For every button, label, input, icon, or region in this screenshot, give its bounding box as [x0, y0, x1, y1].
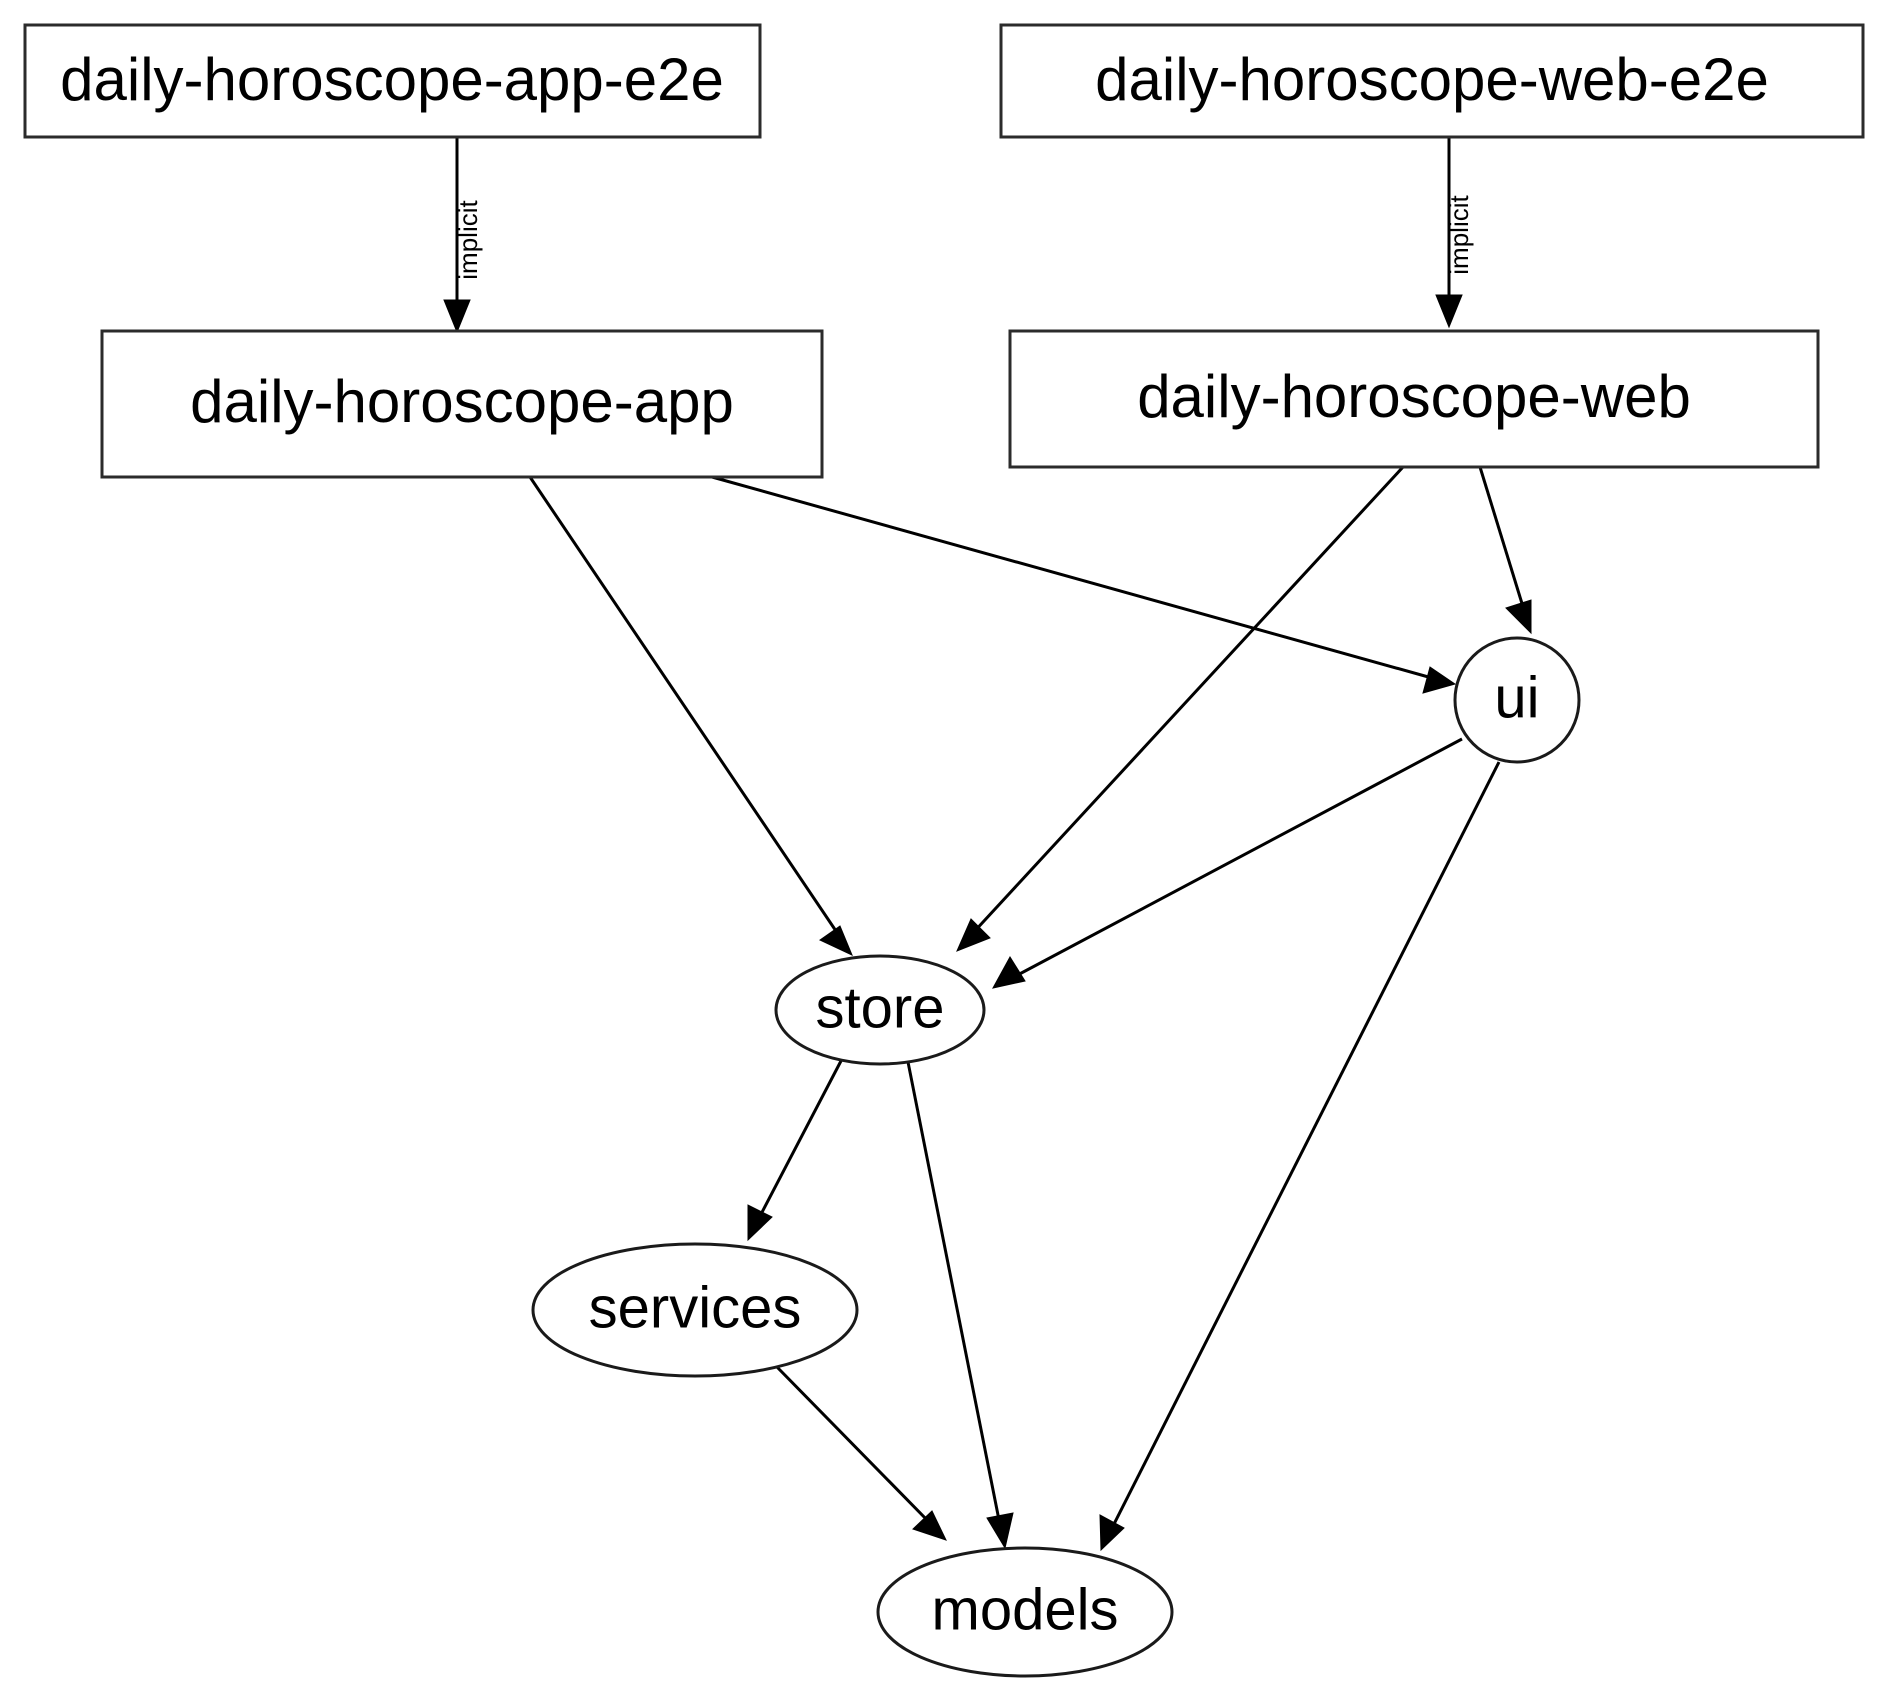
- node-models[interactable]: models: [876, 1546, 1174, 1678]
- edge-label-implicit-web-group: implicit: [1444, 195, 1474, 275]
- edge-line: [1110, 761, 1501, 1529]
- arrowhead-icon: [1099, 1514, 1125, 1552]
- edge-line: [711, 475, 1433, 680]
- edge-store-to-services: [747, 1058, 844, 1242]
- node-daily-horoscope-app[interactable]: daily-horoscope-app: [100, 329, 824, 479]
- edge-line: [757, 1058, 844, 1219]
- node-label-store: store: [816, 975, 945, 1040]
- edge-line: [906, 1061, 1002, 1526]
- node-shape-ellipse[interactable]: [876, 1546, 1174, 1678]
- node-ui[interactable]: ui: [1453, 636, 1581, 764]
- edge-app-to-ui: [711, 475, 1457, 694]
- arrowhead-icon: [1422, 666, 1457, 694]
- node-label-daily-horoscope-web: daily-horoscope-web: [1137, 363, 1691, 430]
- node-daily-horoscope-app-e2e[interactable]: daily-horoscope-app-e2e: [23, 23, 762, 139]
- node-shape-ellipse[interactable]: [774, 954, 986, 1066]
- node-shape-ellipse[interactable]: [531, 1242, 859, 1378]
- edge-web-to-ui: [1478, 466, 1532, 635]
- node-shape-rect[interactable]: [1008, 329, 1820, 469]
- node-label-models: models: [932, 1577, 1119, 1642]
- node-shape-rect[interactable]: [999, 23, 1865, 139]
- arrowhead-icon: [1505, 599, 1532, 635]
- edge-line: [970, 465, 1405, 936]
- node-shape-ellipse[interactable]: [1453, 636, 1581, 764]
- edge-app-to-store: [528, 476, 853, 956]
- edge-web-e2e-to-web: [1435, 138, 1463, 329]
- node-label-ui: ui: [1494, 665, 1539, 730]
- node-label-daily-horoscope-app-e2e: daily-horoscope-app-e2e: [60, 46, 724, 113]
- edge-line: [1011, 737, 1463, 980]
- arrowhead-icon: [956, 918, 991, 952]
- node-label-services: services: [589, 1275, 802, 1340]
- edge-services-to-models: [774, 1364, 947, 1541]
- arrowhead-icon: [1435, 294, 1463, 329]
- node-shape-rect[interactable]: [100, 329, 824, 479]
- edge-web-to-store: [956, 465, 1405, 952]
- edge-label-implicit-app: implicit: [453, 200, 483, 280]
- arrowhead-icon: [443, 299, 471, 334]
- node-services[interactable]: services: [531, 1242, 859, 1378]
- node-label-daily-horoscope-app: daily-horoscope-app: [190, 368, 734, 435]
- edge-line: [528, 476, 840, 935]
- node-daily-horoscope-web-e2e[interactable]: daily-horoscope-web-e2e: [999, 23, 1865, 139]
- edge-label-implicit-web: implicit: [1444, 195, 1474, 275]
- node-label-daily-horoscope-web-e2e: daily-horoscope-web-e2e: [1095, 46, 1769, 113]
- edge-line: [1478, 466, 1526, 611]
- edge-app-e2e-to-app: [443, 138, 471, 334]
- arrowhead-icon: [992, 956, 1026, 989]
- edge-ui-to-store: [992, 737, 1463, 989]
- arrowhead-icon: [819, 925, 853, 956]
- edge-store-to-models: [906, 1061, 1014, 1550]
- edge-ui-to-models: [1099, 761, 1501, 1552]
- node-daily-horoscope-web[interactable]: daily-horoscope-web: [1008, 329, 1820, 469]
- node-shape-rect[interactable]: [23, 23, 762, 139]
- arrowhead-icon: [986, 1512, 1014, 1550]
- edge-line: [774, 1364, 932, 1525]
- arrowhead-icon: [912, 1510, 947, 1541]
- edge-label-implicit-app-group: implicit: [453, 200, 483, 280]
- node-store[interactable]: store: [774, 954, 986, 1066]
- arrowhead-icon: [747, 1204, 773, 1242]
